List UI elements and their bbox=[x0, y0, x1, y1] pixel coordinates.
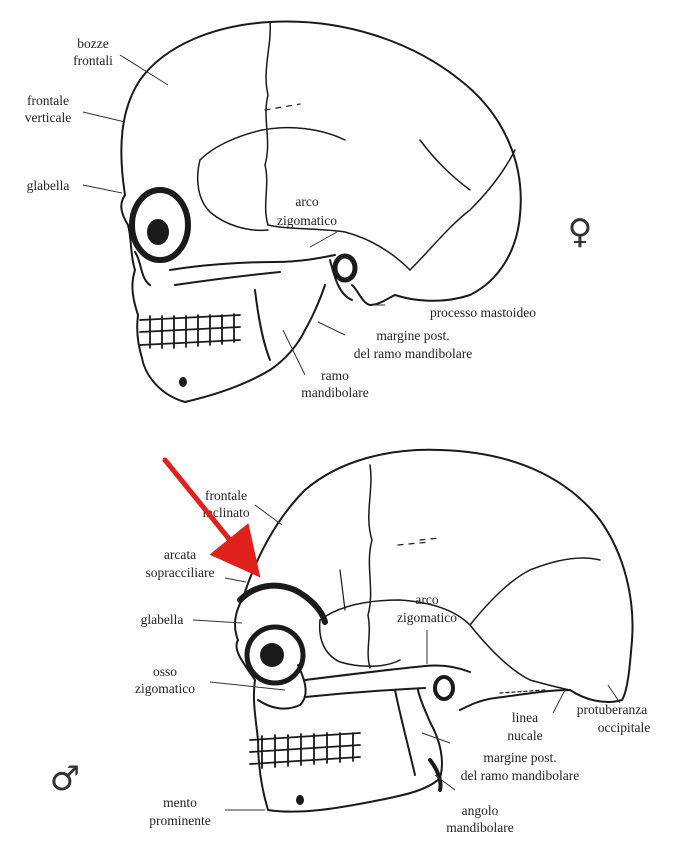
label-osso-zigomatico-1: osso bbox=[153, 664, 177, 679]
female-symbol: ♀ bbox=[568, 212, 593, 252]
label-linea-nucale-1: linea bbox=[512, 710, 538, 725]
label-linea-nucale-2: nucale bbox=[507, 728, 542, 743]
male-face-outline bbox=[235, 598, 258, 740]
label-glabella-male: glabella bbox=[141, 612, 184, 627]
label-margine-post-female-1: margine post. bbox=[376, 328, 449, 343]
female-cranium-outline bbox=[121, 22, 520, 301]
label-protuberanza-occipitale-1: protuberanza bbox=[577, 702, 647, 717]
label-arcata-sopracciliare-2: sopracciliare bbox=[146, 565, 215, 580]
label-frontale-verticale-2: verticale bbox=[25, 110, 71, 125]
label-arco-zigomatico-male-2: zigomatico bbox=[397, 610, 457, 625]
label-arco-zigomatico-female-2: zigomatico bbox=[277, 213, 337, 228]
male-skull bbox=[235, 450, 632, 812]
label-angolo-mandibolare-2: mandibolare bbox=[446, 820, 513, 835]
label-margine-post-female-2: del ramo mandibolare bbox=[354, 346, 472, 361]
male-labels: frontale inclinato arcata sopracciliare … bbox=[135, 488, 650, 835]
label-margine-post-male-2: del ramo mandibolare bbox=[461, 768, 579, 783]
female-occipital-base bbox=[352, 285, 395, 305]
label-mento-prominente-2: prominente bbox=[149, 813, 210, 828]
label-protuberanza-occipitale-2: occipitale bbox=[598, 720, 650, 735]
label-ramo-mandibolare-2: mandibolare bbox=[301, 385, 368, 400]
label-osso-zigomatico-2: zigomatico bbox=[135, 681, 195, 696]
label-arcata-sopracciliare-1: arcata bbox=[164, 547, 196, 562]
label-arco-zigomatico-male-1: arco bbox=[415, 592, 438, 607]
label-arco-zigomatico-female-1: arco bbox=[295, 194, 318, 209]
label-ramo-mandibolare-1: ramo bbox=[321, 368, 349, 383]
label-bozze-frontali-2: frontali bbox=[73, 53, 113, 68]
label-margine-post-male-1: margine post. bbox=[483, 750, 556, 765]
male-symbol: ♂ bbox=[50, 759, 80, 799]
label-processo-mastoideo: processo mastoideo bbox=[430, 305, 536, 320]
male-brow-ridge bbox=[240, 586, 325, 622]
label-mento-prominente-1: mento bbox=[163, 795, 197, 810]
label-frontale-inclinato-1: frontale bbox=[205, 488, 247, 503]
female-skull bbox=[121, 22, 520, 402]
label-angolo-mandibolare-1: angolo bbox=[462, 803, 499, 818]
label-bozze-frontali-1: bozze bbox=[77, 36, 108, 51]
female-zygomatic-arch bbox=[170, 255, 335, 270]
label-glabella-female: glabella bbox=[27, 178, 70, 193]
male-teeth bbox=[250, 733, 360, 768]
label-frontale-verticale-1: frontale bbox=[27, 93, 69, 108]
female-teeth bbox=[140, 314, 240, 348]
